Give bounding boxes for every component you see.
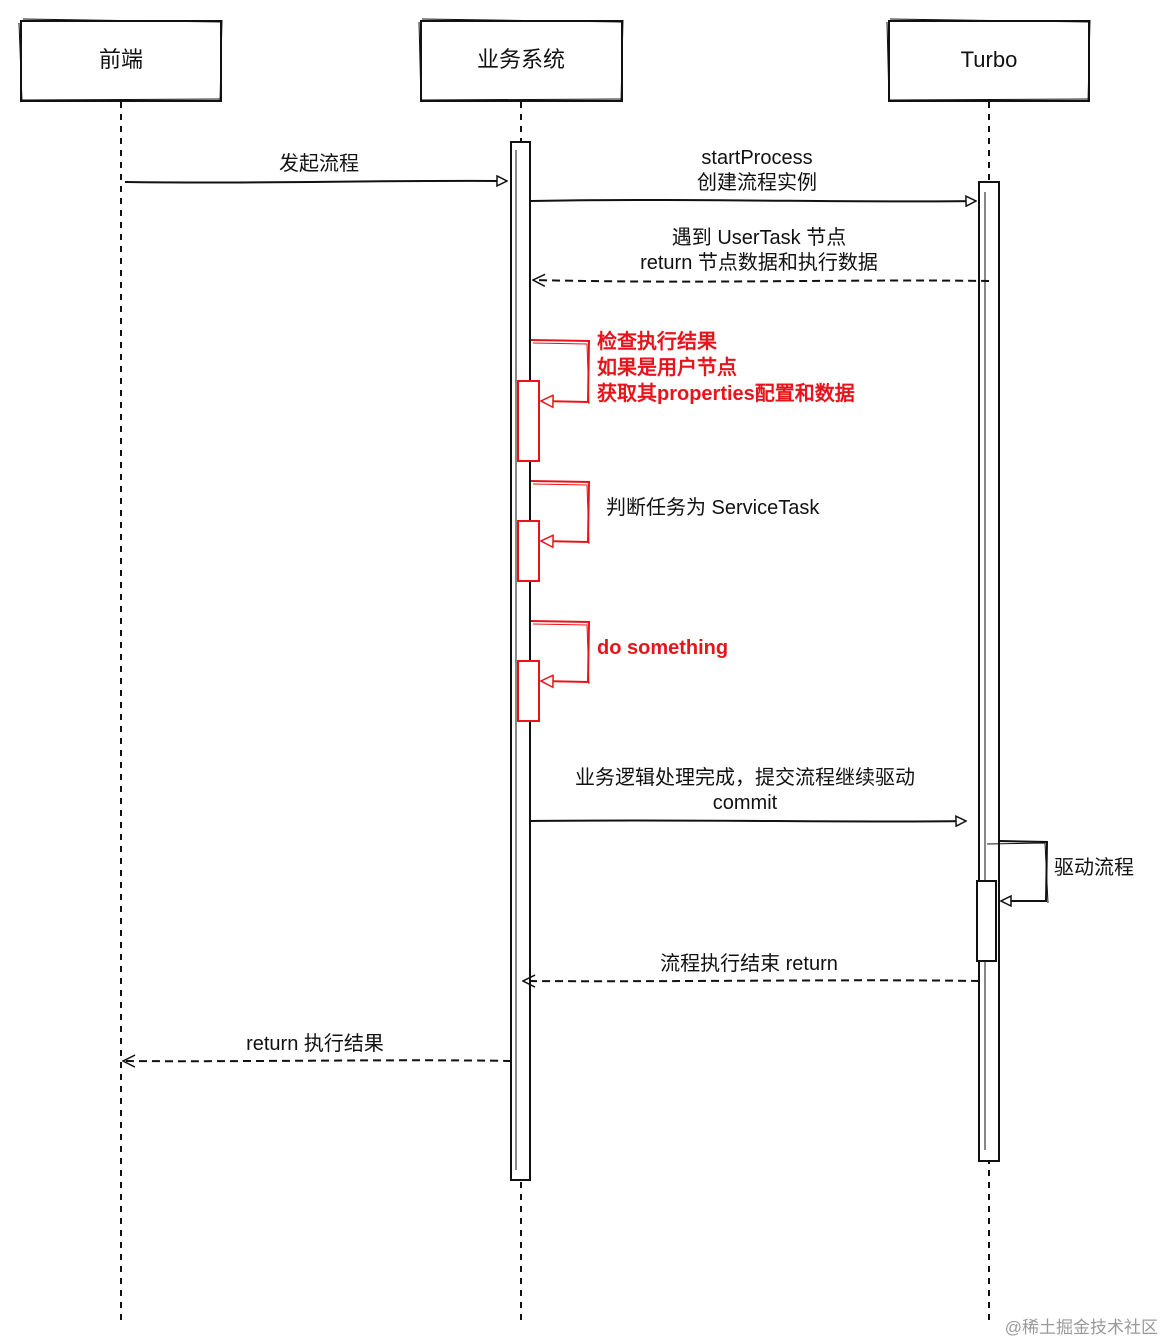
self-call-do-something-label: do something	[597, 637, 728, 659]
self-call-service-task-label: 判断任务为 ServiceTask	[606, 496, 820, 519]
self-call-check-result: 检查执行结果 如果是用户节点 获取其properties配置和数据	[517, 329, 855, 462]
watermark: @稀土掘金技术社区	[1005, 1318, 1158, 1337]
message-start-process-label-2: 创建流程实例	[697, 171, 817, 194]
participant-label-turbo: Turbo	[961, 47, 1018, 72]
participant-turbo: Turbo	[886, 18, 1091, 103]
message-flow-end-label: 流程执行结束 return	[660, 952, 838, 975]
participant-business: 业务系统	[418, 18, 624, 103]
self-call-drive-flow: 驱动流程	[976, 840, 1134, 962]
message-return-result: return 执行结果	[123, 1032, 512, 1061]
message-start-process: startProcess 创建流程实例	[530, 147, 976, 201]
message-flow-end: 流程执行结束 return	[523, 952, 980, 981]
self-call-service-task: 判断任务为 ServiceTask	[517, 480, 820, 582]
message-return-result-label: return 执行结果	[246, 1032, 384, 1055]
message-start-flow-label: 发起流程	[279, 152, 359, 175]
message-start-flow: 发起流程	[124, 152, 507, 183]
message-usertask-return: 遇到 UserTask 节点 return 节点数据和执行数据	[533, 226, 990, 282]
participant-label-business: 业务系统	[477, 47, 565, 72]
participant-frontend: 前端	[18, 18, 223, 103]
self-call-check-label-1: 检查执行结果	[597, 329, 717, 353]
message-usertask-label-1: 遇到 UserTask 节点	[672, 226, 846, 249]
activation-turbo	[978, 181, 1000, 1162]
message-commit-label-1: 业务逻辑处理完成，提交流程继续驱动	[575, 766, 915, 789]
message-commit-label-2: commit	[713, 792, 778, 814]
self-call-check-label-2: 如果是用户节点	[597, 355, 737, 379]
message-start-process-label-1: startProcess	[701, 147, 812, 169]
participant-label-frontend: 前端	[99, 47, 143, 72]
self-call-check-label-3: 获取其properties配置和数据	[597, 381, 855, 405]
self-call-drive-flow-label: 驱动流程	[1054, 856, 1134, 879]
self-call-do-something: do something	[517, 620, 728, 722]
message-usertask-label-2: return 节点数据和执行数据	[640, 251, 878, 274]
message-commit: 业务逻辑处理完成，提交流程继续驱动 commit	[530, 766, 966, 822]
